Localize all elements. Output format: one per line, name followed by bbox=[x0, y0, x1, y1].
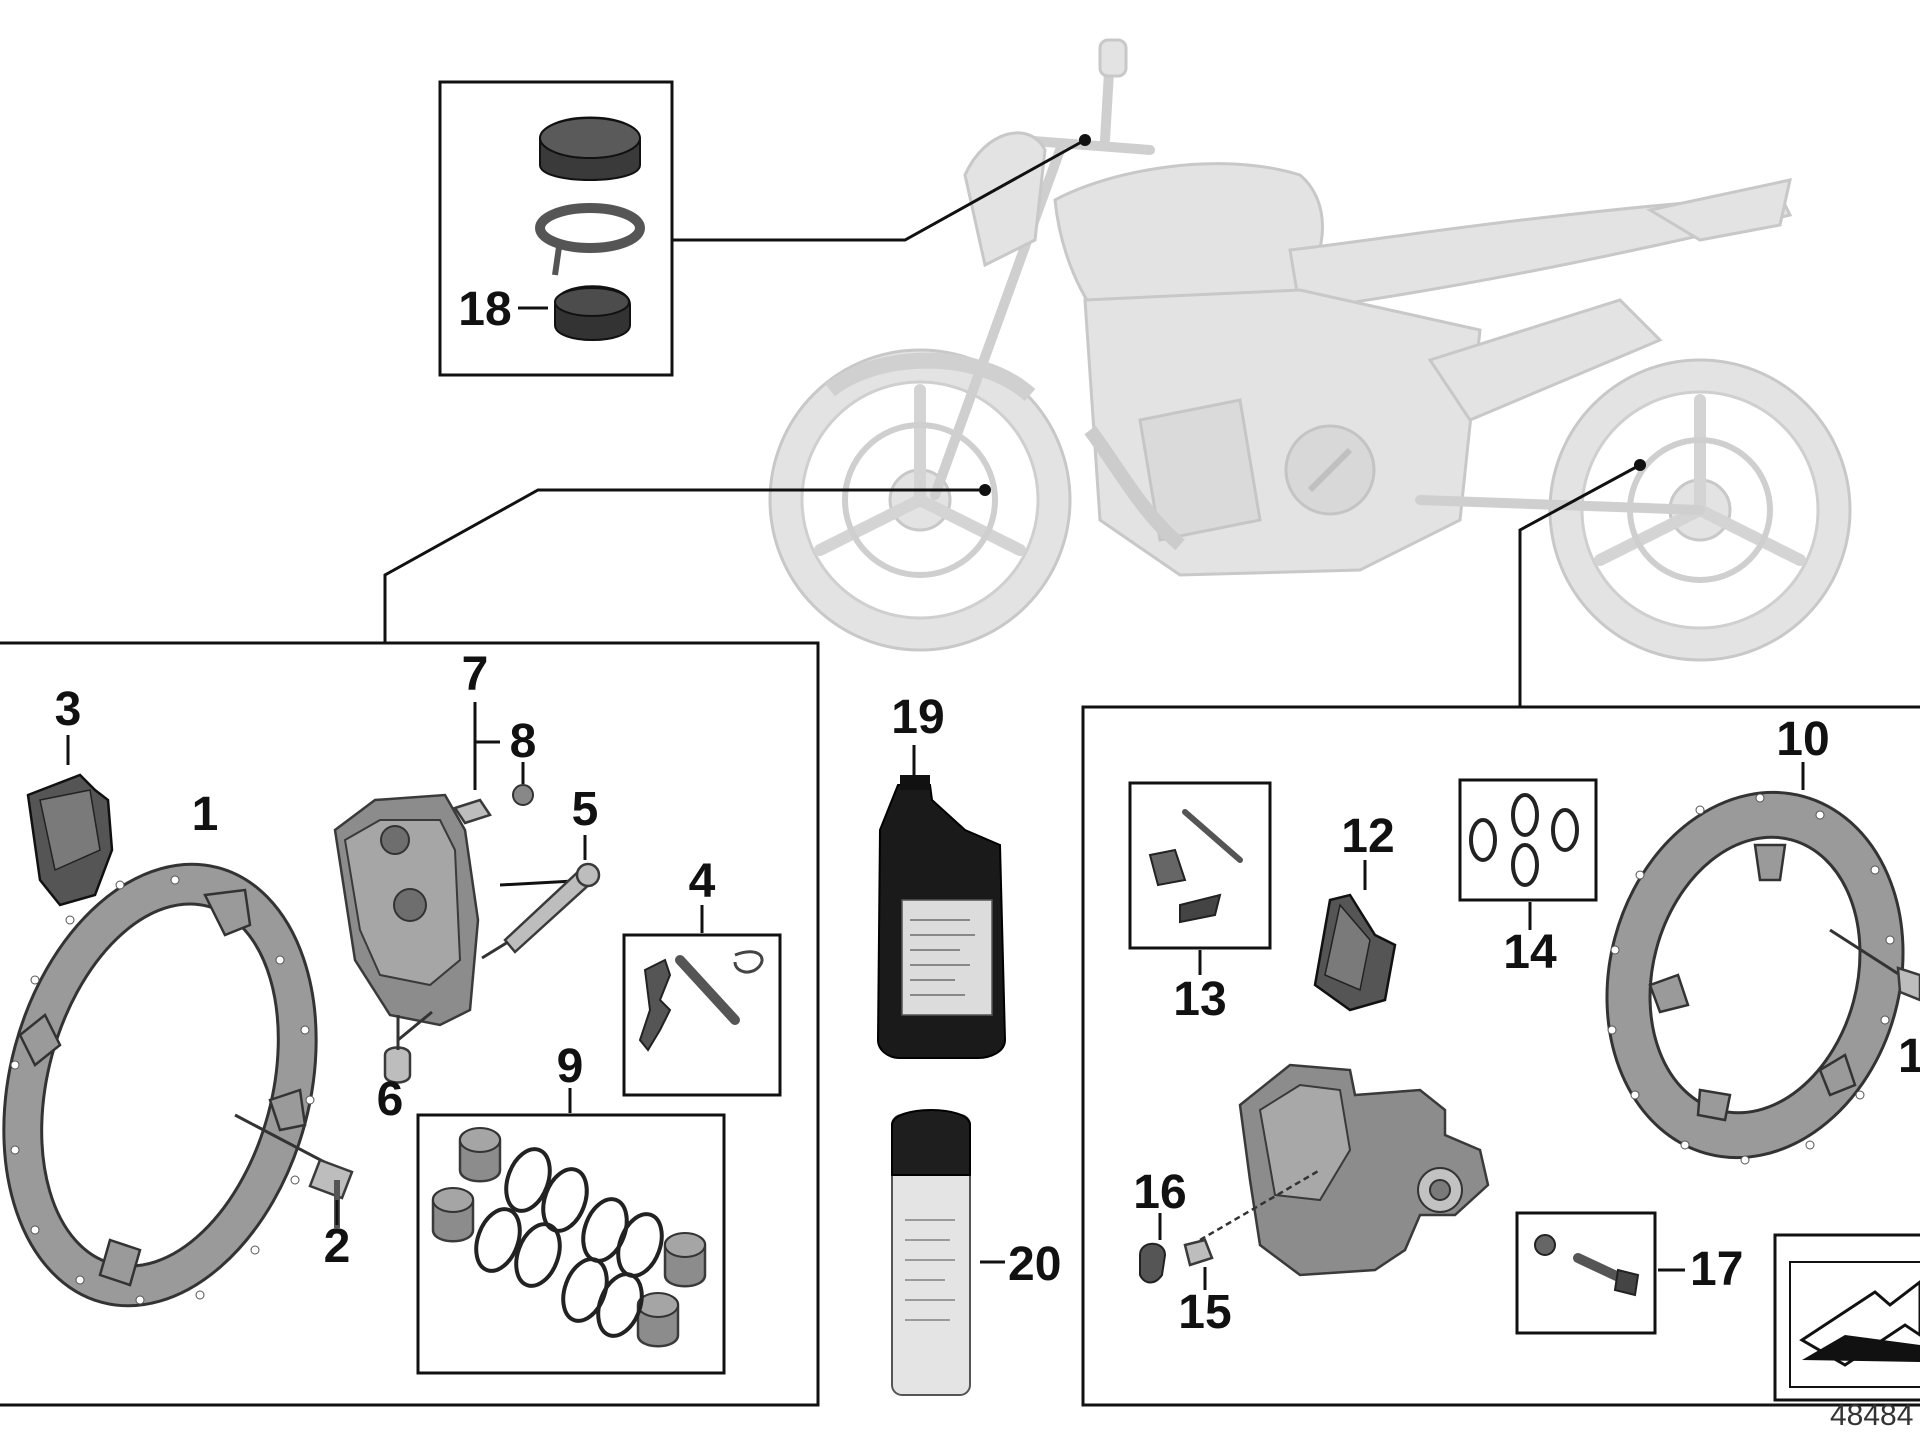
callout-3: 3 bbox=[55, 683, 82, 736]
leader-lines bbox=[383, 134, 1646, 707]
callout-20: 20 bbox=[1008, 1238, 1061, 1291]
box-rear-brake bbox=[1081, 705, 1920, 1407]
spray-can bbox=[891, 1109, 1005, 1396]
diagram-reference-number: 48484 bbox=[1830, 1399, 1913, 1432]
callout-6: 6 bbox=[377, 1073, 404, 1126]
motorcycle-illustration bbox=[768, 38, 1852, 662]
box-4 bbox=[622, 933, 782, 1097]
callout-14: 14 bbox=[1503, 926, 1557, 979]
piston-kit bbox=[431, 1127, 707, 1348]
callout-labels: 1 2 3 4 5 6 7 8 9 10 1 12 13 14 15 16 17… bbox=[55, 283, 1920, 1432]
reservoir-cap-box bbox=[438, 80, 674, 377]
rear-brake-box bbox=[1081, 705, 1920, 1407]
callout-19: 19 bbox=[891, 691, 944, 744]
callout-1: 1 bbox=[192, 788, 219, 841]
callout-12: 12 bbox=[1341, 810, 1394, 863]
box-14 bbox=[1458, 778, 1598, 902]
callout-11: 1 bbox=[1898, 1030, 1920, 1083]
rear-brake-disc bbox=[1605, 790, 1905, 1165]
front-brake-disc bbox=[2, 862, 318, 1308]
callout-18: 18 bbox=[458, 283, 511, 336]
callout-9: 9 bbox=[557, 1040, 584, 1093]
callout-8: 8 bbox=[510, 715, 537, 768]
callout-15: 15 bbox=[1178, 1286, 1231, 1339]
callout-16: 16 bbox=[1133, 1166, 1186, 1219]
callout-5: 5 bbox=[572, 783, 599, 836]
box-18 bbox=[438, 80, 674, 377]
rear-brake-caliper bbox=[1238, 1063, 1490, 1277]
box-reference-icon bbox=[1773, 1233, 1920, 1402]
front-brake-box bbox=[0, 641, 820, 1407]
brake-fluid-bottle bbox=[876, 745, 1007, 1059]
callout-10: 10 bbox=[1776, 713, 1829, 766]
box-front-brake bbox=[0, 641, 820, 1407]
front-brake-caliper bbox=[333, 793, 480, 1027]
callout-7: 7 bbox=[462, 648, 489, 701]
callout-2: 2 bbox=[324, 1220, 351, 1273]
callout-4: 4 bbox=[689, 855, 716, 908]
box-13 bbox=[1128, 781, 1272, 950]
reference-icon-box bbox=[1773, 1233, 1920, 1402]
box-17 bbox=[1515, 1211, 1657, 1335]
callout-17: 17 bbox=[1690, 1243, 1743, 1296]
box-9 bbox=[416, 1113, 726, 1375]
callout-13: 13 bbox=[1173, 973, 1226, 1026]
